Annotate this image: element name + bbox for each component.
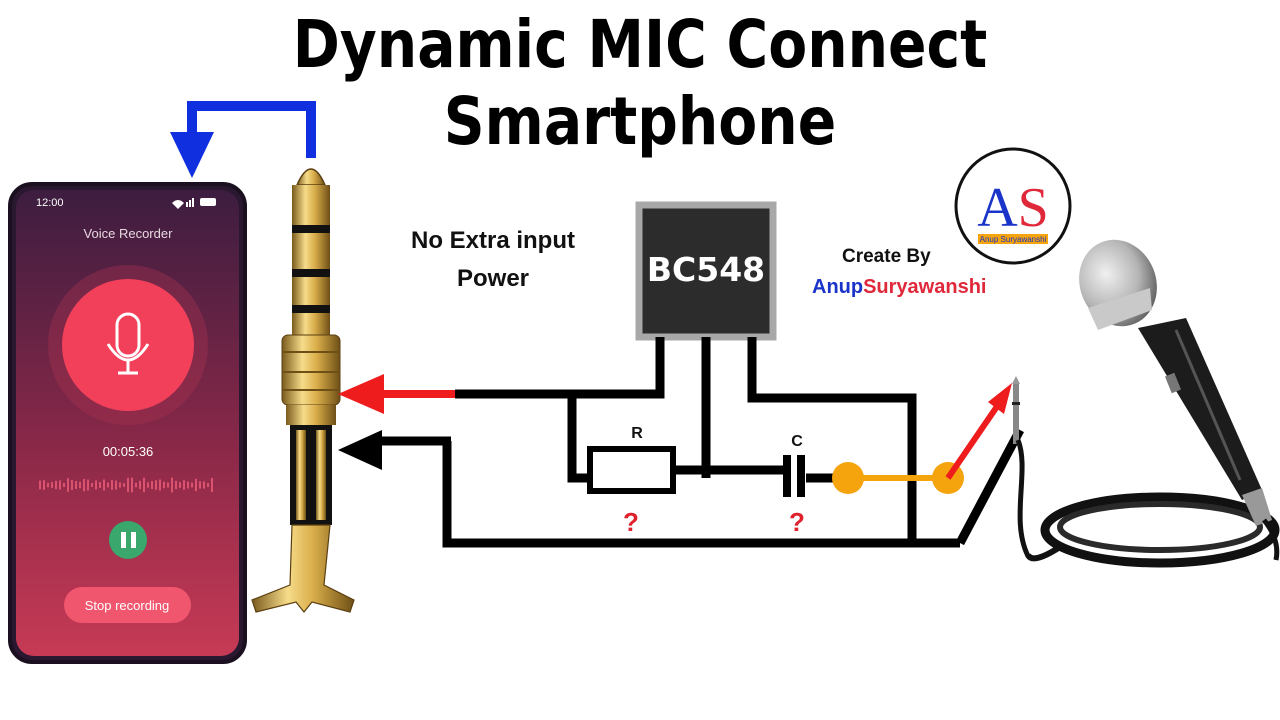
app-title: Voice Recorder — [84, 226, 174, 241]
red-arrow-mic-signal — [338, 374, 455, 414]
signal-icon — [186, 202, 188, 207]
resistor-value: ? — [623, 507, 639, 537]
transistor-bc548: BC548 — [635, 201, 777, 341]
credit-name: AnupSuryawanshi — [812, 276, 986, 299]
credit-first-name: Anup — [812, 276, 864, 298]
wifi-icon — [172, 200, 184, 209]
record-button[interactable] — [62, 279, 194, 411]
power-note-line1: No Extra input — [410, 227, 575, 254]
as-logo: AS Anup Suryawanshi — [954, 147, 1072, 265]
microphone-icon — [106, 312, 150, 375]
battery-icon — [200, 198, 216, 206]
phone-time: 12:00 — [36, 197, 64, 209]
capacitor-value: ? — [789, 507, 805, 537]
audio-plug — [251, 168, 355, 613]
logo-letters: AS — [977, 177, 1049, 239]
stop-recording-button[interactable] — [64, 587, 191, 623]
circuit-wires — [455, 337, 1024, 546]
resistor-label: R — [631, 425, 643, 442]
credit-label: Create By — [842, 246, 931, 267]
svg-text:Anup Suryawanshi: Anup Suryawanshi — [980, 235, 1047, 244]
black-arrow-ground — [338, 430, 960, 548]
mic-signal-wire — [832, 462, 964, 494]
waveform — [39, 477, 213, 493]
status-icons — [172, 198, 216, 209]
transistor-label: BC548 — [647, 250, 765, 289]
record-timer: 00:05:36 — [103, 444, 154, 459]
phone-screen — [16, 190, 239, 656]
capacitor-label: C — [791, 433, 803, 450]
credit-last-name: Suryawanshi — [863, 276, 987, 298]
mono-jack — [1012, 376, 1031, 558]
dynamic-microphone — [1025, 239, 1280, 568]
blue-arrow — [170, 101, 316, 178]
red-arrow-to-mic — [945, 383, 1012, 480]
pause-button[interactable] — [109, 521, 147, 559]
stop-recording-label: Stop recording — [85, 598, 170, 613]
capacitor: C ? — [783, 433, 805, 537]
page-title: Dynamic MIC Connect Smartphone — [292, 6, 988, 160]
smartphone: 12:00 Voice Recorder 00:05:36 Stop recor… — [8, 182, 247, 664]
resistor: R ? — [587, 425, 676, 537]
power-note: No Extra input Power — [388, 222, 598, 298]
pause-icon — [121, 532, 136, 548]
power-note-line2: Power — [456, 265, 530, 292]
